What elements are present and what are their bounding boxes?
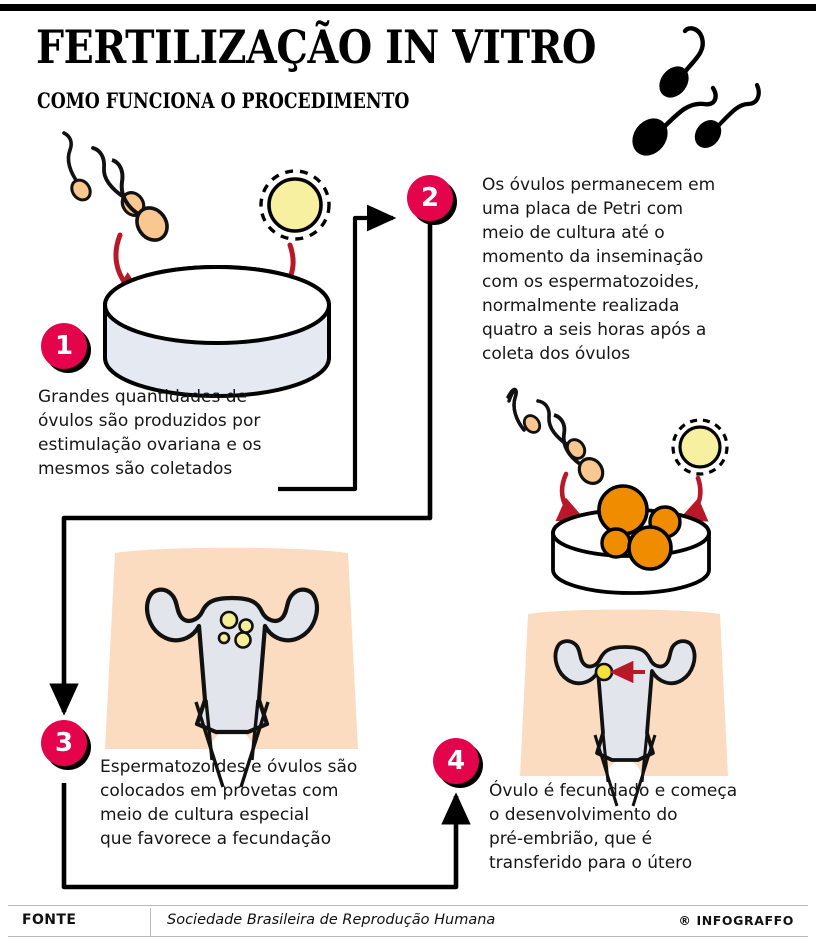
source-label: FONTE	[22, 912, 77, 928]
step-text-4: Óvulo é fecundado e começa o desenvolvim…	[489, 781, 738, 874]
step2-embryo-cells-icon	[597, 484, 682, 571]
step-badge-4[interactable]: 4	[433, 738, 479, 784]
step1-sperm-group-icon	[62, 131, 169, 242]
step-text-1: Grandes quantidades de óvulos são produz…	[38, 387, 262, 480]
page-title: FERTILIZAÇÃO IN VITRO	[36, 20, 597, 74]
step2-sperm-group-icon	[506, 387, 605, 485]
step4-torso-icon	[520, 609, 728, 776]
step-text-2: Os óvulos permanecem em uma placa de Pet…	[482, 175, 716, 364]
step-badge-3[interactable]: 3	[41, 720, 87, 766]
step1-ovum-icon	[259, 169, 331, 241]
top-rule	[0, 4, 816, 11]
step2-ovum-icon	[671, 418, 729, 476]
step1-red-arrows-icon	[113, 232, 299, 300]
step3-torso-icon	[105, 547, 358, 749]
source-text: Sociedade Brasileira de Reprodução Human…	[167, 912, 496, 928]
brand-logo: ® INFOGRAFFO	[678, 913, 794, 928]
footer-bottom-rule	[8, 936, 808, 937]
footer-divider	[150, 908, 151, 936]
page-subtitle: COMO FUNCIONA O PROCEDIMENTO	[37, 88, 410, 113]
step2-petri-dish-icon	[551, 508, 711, 595]
step-badge-1[interactable]: 1	[41, 323, 87, 369]
step-text-3: Espermatozoides e óvulos são colocados e…	[100, 757, 358, 850]
step2-red-arrows-icon	[555, 471, 709, 522]
footer-top-rule	[8, 905, 808, 906]
step1-petri-dish-icon	[103, 265, 331, 398]
sperm-trio-black-icon	[632, 26, 761, 156]
step-badge-2[interactable]: 2	[407, 175, 453, 221]
